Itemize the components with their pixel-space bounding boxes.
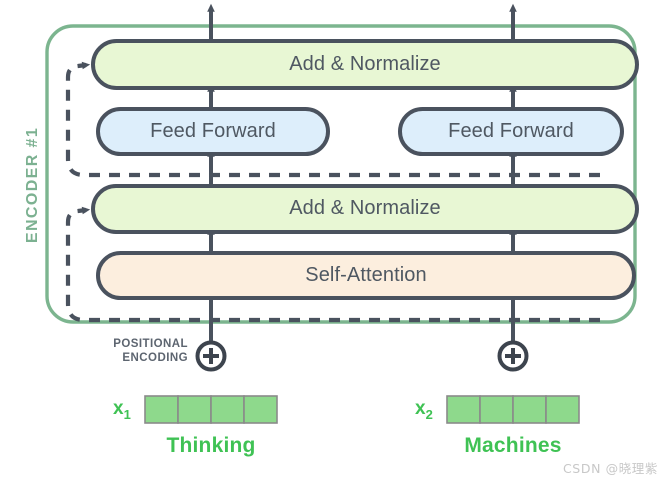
embedding-index-x1: 1 <box>123 406 131 422</box>
feed-forward-right-label: Feed Forward <box>448 120 574 142</box>
add-normalize-top-label: Add & Normalize <box>289 53 441 75</box>
embedding-label-x2: x2 <box>415 398 433 422</box>
embedding-label-x1: x1 <box>113 398 131 422</box>
embedding-vector-x2 <box>446 395 580 424</box>
embedding-index-x2: 2 <box>425 406 433 422</box>
positional-encoding-line2: ENCODING <box>122 351 188 364</box>
embedding-vector-x1 <box>144 395 278 424</box>
residual-connection-lower <box>65 206 600 323</box>
residual-connection-upper <box>65 61 600 178</box>
add-normalize-bottom-box <box>91 184 639 234</box>
feed-forward-left-box <box>96 107 330 156</box>
add-normalize-top-box <box>91 39 639 90</box>
self-attention-label: Self-Attention <box>305 264 427 286</box>
feed-forward-left-label: Feed Forward <box>150 120 276 142</box>
positional-encoding-label: POSITIONAL ENCODING <box>76 338 188 365</box>
positional-encoding-line1: POSITIONAL <box>113 338 188 350</box>
watermark: CSDN @晓理紫 <box>562 461 658 476</box>
add-normalize-bottom-label: Add & Normalize <box>289 197 441 219</box>
input-word-machines: Machines <box>464 434 562 457</box>
encoder-stack-label: ENCODER #1 <box>24 126 41 244</box>
input-word-thinking: Thinking <box>166 434 256 457</box>
encoder-container <box>45 24 637 324</box>
embedding-symbol-x2: x <box>415 398 426 419</box>
embedding-symbol-x1: x <box>113 398 124 419</box>
plus-circle-icon-right <box>497 340 529 372</box>
self-attention-box <box>96 251 636 300</box>
feed-forward-right-box <box>398 107 624 156</box>
plus-circle-icon-left <box>195 340 227 372</box>
